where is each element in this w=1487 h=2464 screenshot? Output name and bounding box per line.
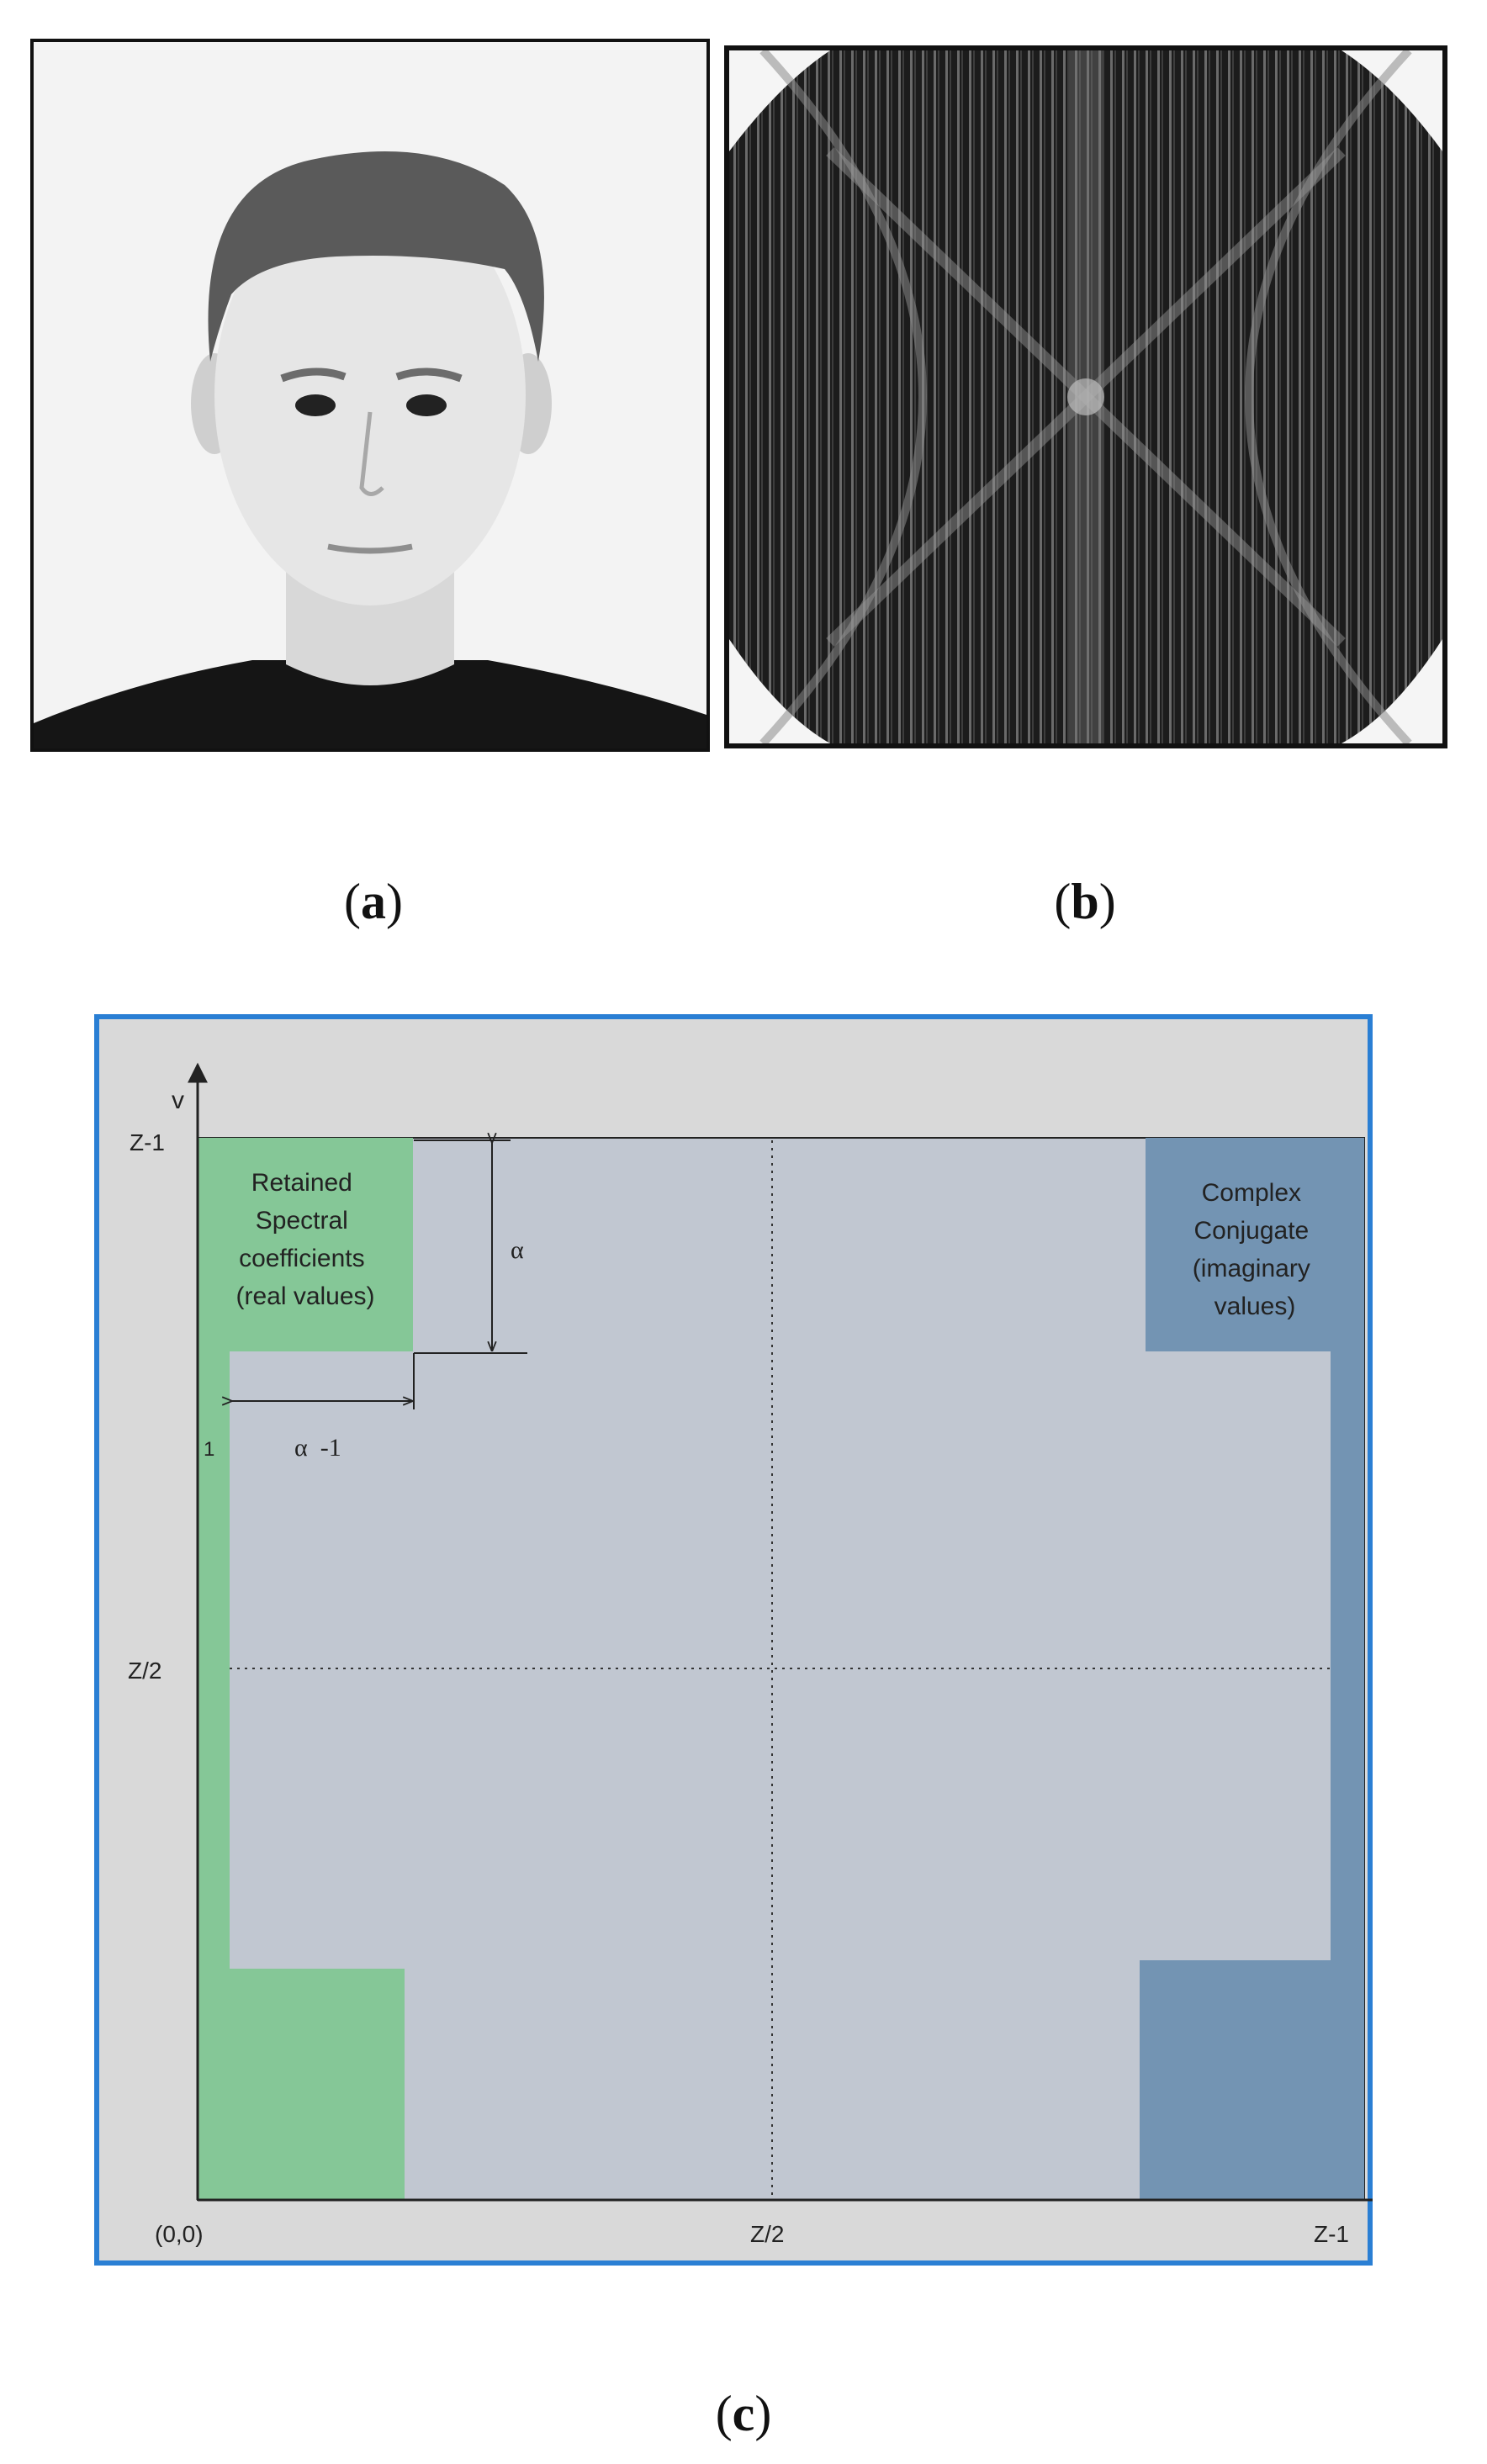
u-tick-mid: Z/2 [750, 2221, 784, 2247]
face-photo-image [34, 42, 706, 748]
origin-label: (0,0) [155, 2221, 204, 2247]
spectrum-pattern [729, 50, 1442, 743]
caption-b: (b) [1054, 874, 1116, 929]
retained-bottom-block-full [198, 1969, 405, 2200]
caption-a: (a) [344, 874, 403, 929]
face-photo [30, 39, 710, 752]
diagram-canvas: α α -1 v u Z-1 Z/2 Z/2 Z-1 (0,0) 1 Retai… [94, 1014, 1373, 2266]
retained-coefficients-box [198, 1138, 413, 1351]
fourier-spectrum-image [724, 45, 1447, 748]
conjugate-bottom-block [1140, 1960, 1364, 2200]
conjugate-box-text: Complex Conjugate (imaginary values) [1193, 1179, 1317, 1320]
v-axis-label: v [172, 1087, 184, 1114]
retained-box-text: Retained Spectral coefficients (real val… [235, 1169, 374, 1310]
u-tick-right: Z-1 [1314, 2221, 1349, 2247]
alpha-label: α [511, 1236, 524, 1264]
spectral-coefficients-diagram: α α -1 v u Z-1 Z/2 Z/2 Z-1 (0,0) 1 Retai… [94, 1014, 1373, 2266]
conjugate-box [1146, 1138, 1364, 1351]
tick-one: 1 [204, 1438, 214, 1461]
alpha-minus-one-label: α -1 [294, 1434, 341, 1462]
v-tick-mid: Z/2 [128, 1658, 161, 1684]
v-tick-top: Z-1 [130, 1129, 165, 1155]
caption-c: (c) [715, 2386, 772, 2441]
